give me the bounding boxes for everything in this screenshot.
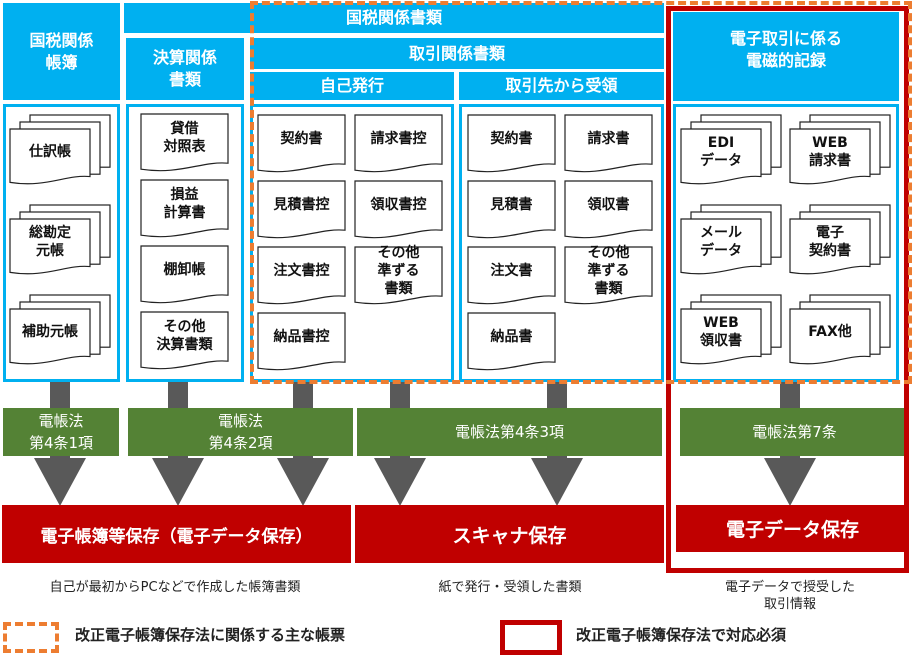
document-label: 納品書 (490, 329, 533, 345)
document-label: その他 準ずる 書類 (587, 245, 630, 297)
arrow-stem (547, 382, 567, 408)
document-label: FAX他 (808, 324, 852, 341)
document-label: 注文書 (490, 263, 533, 279)
arrow-down-icon (374, 458, 426, 506)
document-label: 仕訳帳 (29, 144, 71, 161)
arrow-stem (390, 382, 410, 408)
note-pc-created: 自己が最初からPCなどで作成した帳簿書類 (49, 580, 301, 595)
arrow-stem (50, 382, 70, 408)
document-label: 領収書控 (370, 197, 427, 213)
storage-denshi-data: 電子データ保存 (676, 505, 909, 552)
document-label: WEB 請求書 (809, 135, 851, 170)
law-box-7: 電帳法第7条 (680, 408, 909, 456)
storage-denshi-chobo: 電子帳簿等保存（電子データ保存） (2, 505, 351, 563)
header-jiko-hakko: 自己発行 (250, 72, 454, 100)
related-outline (250, 1, 912, 384)
document-label: 見積書 (490, 197, 533, 213)
document-label: 領収書 (587, 197, 630, 213)
legend-red-solid-label: 改正電子帳簿保存法で対応必須 (576, 626, 787, 644)
arrow-down-icon (531, 458, 583, 506)
arrow-down-icon (764, 458, 816, 506)
note-paper: 紙で発行・受領した書類 (438, 580, 582, 595)
law-box-4-3: 電帳法第4条3項 (357, 408, 662, 456)
arrow-down-icon (277, 458, 329, 506)
document-label: 請求書 (587, 131, 630, 147)
document-label: その他 準ずる 書類 (377, 245, 420, 297)
document-label: 注文書控 (273, 263, 330, 279)
legend-orange-dashed-swatch (3, 622, 59, 653)
document-label: 貸借 対照表 (163, 121, 206, 155)
header-denshi-torihiki: 電子取引に係る 電磁的記録 (673, 12, 899, 101)
law-box-4-2: 電帳法 第4条2項 (128, 408, 353, 456)
legend-red-solid-swatch (500, 620, 562, 655)
document-label: 電子 契約書 (809, 225, 851, 260)
arrow-down-icon (34, 458, 86, 506)
storage-scanner: スキャナ保存 (355, 505, 664, 563)
header-kokuzei-shorui: 国税関係書類 (124, 3, 664, 33)
law-box-4-1: 電帳法 第4条1項 (3, 408, 119, 456)
document-label: WEB 領収書 (700, 315, 742, 350)
document-label: EDI データ (700, 135, 742, 170)
document-label: 棚卸帳 (163, 262, 206, 278)
document-label: その他 決算書類 (156, 319, 213, 353)
arrow-stem (780, 382, 800, 408)
arrow-stem (293, 382, 313, 408)
document-label: 補助元帳 (22, 324, 78, 341)
header-torihikisaki-juryo: 取引先から受領 (459, 72, 664, 100)
document-label: 契約書 (490, 131, 533, 147)
header-torihiki-shorui: 取引関係書類 (250, 38, 664, 69)
document-label: 納品書控 (273, 329, 330, 345)
header-kokuzei-chobo: 国税関係 帳簿 (3, 3, 120, 100)
header-kessan-shorui: 決算関係 書類 (126, 38, 244, 100)
document-label: 総勘定 元帳 (29, 225, 71, 260)
arrow-stem (168, 382, 188, 408)
required-outline (666, 6, 909, 573)
legend-orange-dashed-label: 改正電子帳簿保存法に関係する主な帳票 (75, 626, 346, 644)
document-label: 契約書 (280, 131, 323, 147)
document-label: 請求書控 (370, 131, 427, 147)
document-label: メール データ (700, 225, 742, 260)
document-label: 見積書控 (273, 197, 330, 213)
arrow-down-icon (152, 458, 204, 506)
document-label: 損益 計算書 (163, 187, 206, 221)
note-electronic: 電子データで授受した 取引情報 (724, 580, 855, 612)
